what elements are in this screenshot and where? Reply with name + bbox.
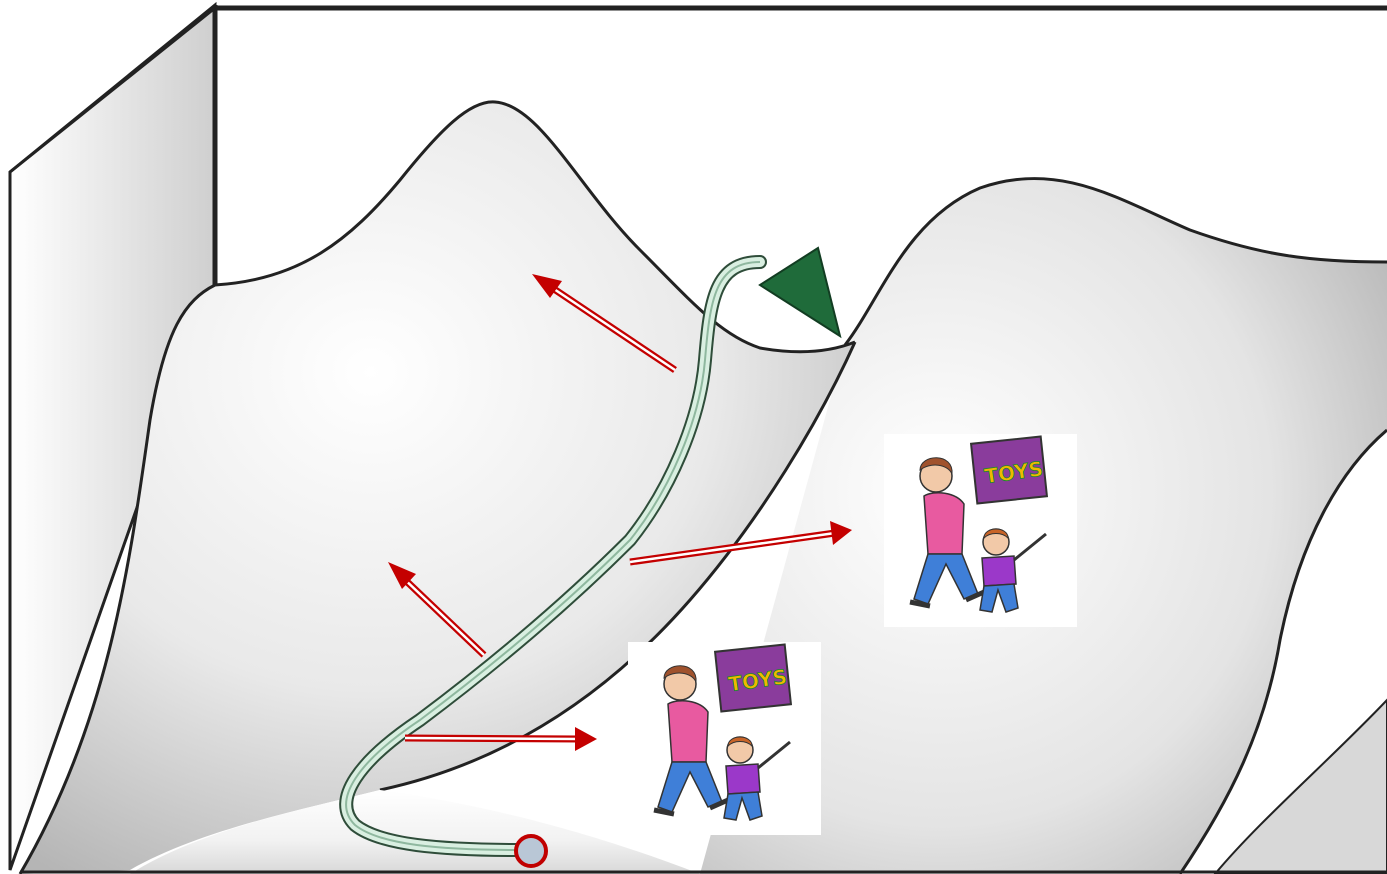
toys-clipart-card: TOYS [628,642,821,835]
toys-sign: TOYS [971,437,1047,504]
start-ball-icon [516,836,546,866]
toys-sign: TOYS [715,645,791,712]
toys-clipart-card: TOYS [884,434,1077,627]
goal-flag-icon [760,248,840,336]
